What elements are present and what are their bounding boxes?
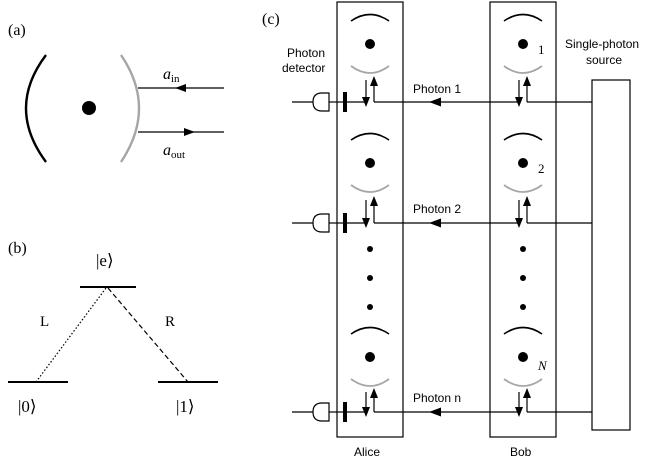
bob-cavity-n	[503, 326, 543, 387]
bob-cavity-2	[503, 132, 543, 193]
ground-state-0-label: |0⟩	[18, 397, 37, 416]
bob-box	[489, 1, 557, 438]
detector-label-line1: Photon	[287, 46, 325, 60]
bob-ellipsis-dots	[520, 246, 526, 310]
photon-label-n: Photon n	[413, 391, 461, 405]
detector-plate-n	[343, 402, 347, 422]
panel-a: (a) ain aout	[8, 22, 224, 163]
left-transition-label: L	[40, 314, 49, 330]
photon-path-n	[292, 388, 592, 422]
photon-detector-2	[312, 213, 330, 233]
alice-box	[336, 1, 404, 438]
photon-path-2	[292, 196, 592, 233]
cavity-number-1: 1	[538, 42, 545, 57]
a-in-label: ain	[163, 66, 180, 85]
alice-cavity-1	[350, 13, 390, 74]
right-mirror	[120, 54, 141, 163]
right-transition-label: R	[165, 314, 175, 330]
alice-cavity-2	[350, 132, 390, 193]
excited-state-label: |e⟩	[96, 251, 114, 270]
photon-detector-n	[312, 402, 330, 422]
bob-cavity-1	[503, 13, 543, 74]
right-transition-line	[107, 287, 189, 383]
detector-plate-2	[343, 213, 347, 233]
source-label-line2: source	[586, 53, 622, 67]
alice-label: Alice	[354, 445, 380, 459]
a-out-label: aout	[163, 142, 185, 161]
left-mirror	[24, 54, 47, 163]
panel-b: (b) |e⟩ L R |0⟩ |1⟩	[8, 240, 218, 416]
bob-label: Bob	[510, 445, 532, 459]
detector-label-line2: detector	[282, 61, 325, 75]
atom-dot	[82, 101, 96, 115]
panel-c: (c) Photon detector Single-photon source…	[262, 1, 639, 459]
alice-ellipsis-dots	[367, 246, 373, 310]
cavity-number-n: N	[537, 358, 548, 373]
photon-label-2: Photon 2	[413, 202, 461, 216]
photon-detector-1	[312, 92, 330, 112]
single-photon-source	[591, 79, 631, 431]
panel-b-label: (b)	[8, 240, 27, 257]
a-out-arrowhead	[184, 128, 195, 136]
panel-a-label: (a)	[8, 22, 26, 39]
cavity-number-2: 2	[538, 161, 545, 176]
a-in-arrowhead	[175, 84, 186, 92]
alice-cavity-n	[350, 326, 390, 387]
detector-plate-1	[343, 92, 347, 112]
ground-state-1-label: |1⟩	[176, 397, 195, 416]
photon-label-1: Photon 1	[413, 82, 461, 96]
photon-path-1	[292, 76, 592, 112]
left-transition-line	[35, 287, 107, 383]
panel-c-label: (c)	[262, 11, 280, 28]
source-label-line1: Single-photon	[565, 37, 639, 51]
